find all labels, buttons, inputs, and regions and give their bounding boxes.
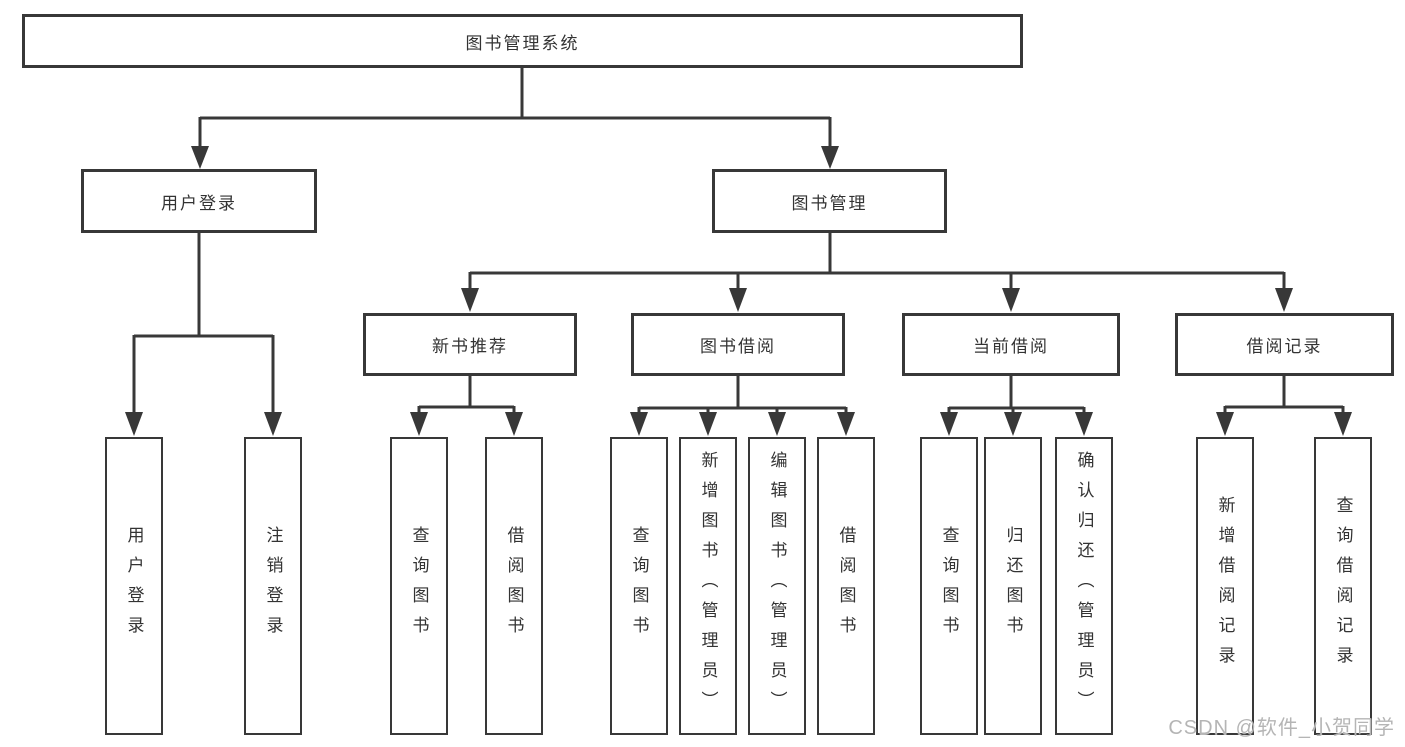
leaf-borrow-books: 借阅图书 bbox=[817, 437, 875, 735]
leaf-return-books: 归还图书 bbox=[984, 437, 1042, 735]
leaf-query-books-recommend: 查询图书 bbox=[390, 437, 448, 735]
node-current-borrowing: 当前借阅 bbox=[902, 313, 1120, 376]
node-new-book-recommend: 新书推荐 bbox=[363, 313, 577, 376]
leaf-query-books-current: 查询图书 bbox=[920, 437, 978, 735]
csdn-watermark: CSDN @软件_小贺同学 bbox=[1168, 717, 1395, 739]
leaf-query-books-borrowing: 查询图书 bbox=[610, 437, 668, 735]
leaf-query-borrow-record: 查询借阅记录 bbox=[1314, 437, 1372, 735]
leaf-confirm-return-admin: 确认归还（管理员） bbox=[1055, 437, 1113, 735]
node-book-management: 图书管理 bbox=[712, 169, 947, 233]
leaf-borrow-books-recommend: 借阅图书 bbox=[485, 437, 543, 735]
leaf-add-book-admin: 新增图书（管理员） bbox=[679, 437, 737, 735]
node-user-login: 用户登录 bbox=[81, 169, 317, 233]
leaf-user-login: 用户登录 bbox=[105, 437, 163, 735]
connectors bbox=[125, 68, 1352, 436]
leaf-logout: 注销登录 bbox=[244, 437, 302, 735]
leaf-add-borrow-record: 新增借阅记录 bbox=[1196, 437, 1254, 735]
node-library-management-system: 图书管理系统 bbox=[22, 14, 1023, 68]
node-borrowing-records: 借阅记录 bbox=[1175, 313, 1394, 376]
node-book-borrowing: 图书借阅 bbox=[631, 313, 845, 376]
leaf-edit-book-admin: 编辑图书（管理员） bbox=[748, 437, 806, 735]
